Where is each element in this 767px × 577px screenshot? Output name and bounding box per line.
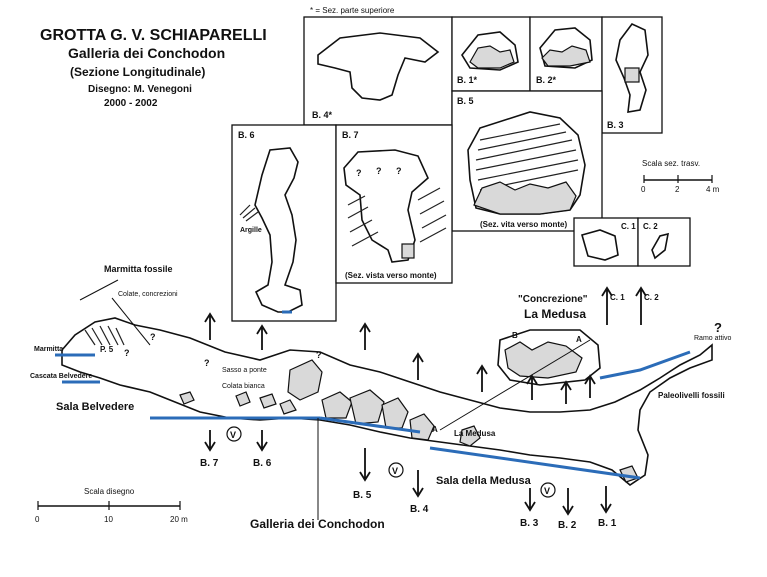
water-lines (55, 350, 691, 480)
v-marker-3 (540, 482, 556, 498)
b6-shape (254, 147, 303, 313)
v-marker-1 (226, 426, 242, 442)
label-sasso: Sasso a ponte (222, 367, 267, 374)
label-q4: ? (124, 348, 130, 358)
years: 2000 - 2002 (104, 98, 158, 109)
b7-hatching (347, 187, 447, 247)
longitudinal-section (55, 279, 713, 520)
b3-label: B. 3 (607, 120, 624, 130)
note-top: * = Sez. parte superiore (310, 6, 395, 15)
label-marmitta-fossile: Marmitta fossile (104, 264, 173, 274)
scale-disegno: Scala disegno 0 10 20 m (35, 487, 188, 524)
label-sala-medusa: Sala della Medusa (436, 475, 532, 487)
colate-pointer (111, 297, 151, 346)
marker-b1: B. 1 (598, 518, 617, 529)
b3-rock (624, 67, 640, 83)
v-marker-2 (388, 462, 404, 478)
medusa-rocks (504, 341, 583, 379)
v-marker-2-text: V (392, 466, 398, 476)
b4-label: B. 4* (312, 110, 333, 120)
label-colate: Colate, concrezioni (118, 291, 178, 298)
section-markers: B. 7 B. 6 B. 5 B. 4 B. 3 B. 2 B. 1 V V V (200, 426, 617, 531)
medusa-sightline (439, 339, 591, 431)
label-q3: ? (316, 350, 322, 360)
b7-q1: ? (356, 168, 362, 178)
marmitta-pointer (79, 279, 119, 301)
marker-b6: B. 6 (253, 458, 272, 469)
b6-clay (239, 204, 259, 222)
label-galleria: Galleria dei Conchodon (250, 517, 385, 531)
v-marker-1-text: V (230, 430, 236, 440)
b5-rocks (473, 181, 577, 215)
concrezione-b: B (512, 331, 518, 340)
scale-trasv-tick-0: 0 (641, 185, 646, 194)
marker-b2: B. 2 (558, 520, 577, 531)
b4-shape (317, 32, 440, 101)
scale-disegno-tick-1: 10 (104, 515, 113, 524)
label-la-medusa-small: La Medusa (454, 429, 496, 438)
subtitle: Galleria dei Conchodon (68, 45, 225, 61)
label-paleolivelli: Paleolivelli fossili (658, 391, 725, 400)
header: GROTTA G. V. SCHIAPARELLI Galleria dei C… (40, 27, 267, 109)
concrezione-c1: C. 1 (610, 293, 625, 302)
marker-b3: B. 3 (520, 518, 539, 529)
cross-sections: B. 4* B. 1* B. 2* B. 3 B. 5 (Sez. vita v… (231, 16, 691, 322)
c2-label: C. 2 (643, 222, 658, 231)
scale-trasv: Scala sez. trasv. 0 2 4 m (641, 159, 720, 194)
title: GROTTA G. V. SCHIAPARELLI (40, 27, 267, 44)
concrezione-a: A (576, 335, 582, 344)
concrezione-name: La Medusa (524, 307, 586, 321)
label-big-q: ? (714, 320, 722, 335)
scale-disegno-title: Scala disegno (84, 487, 135, 496)
scale-disegno-tick-2: 20 m (170, 515, 188, 524)
c1-label: C. 1 (621, 222, 636, 231)
b7-q3: ? (396, 166, 402, 176)
b1-label: B. 1* (457, 75, 478, 85)
b6-label: B. 6 (238, 130, 255, 140)
drawing-credit: Disegno: M. Venegoni (88, 84, 192, 95)
section-arrows (204, 286, 647, 516)
section-type: (Sezione Longitudinale) (70, 65, 205, 79)
b6-clay-label: Argille (240, 227, 262, 234)
c2-shape (651, 232, 670, 260)
marker-b5: B. 5 (353, 490, 372, 501)
scale-disegno-tick-0: 0 (35, 515, 40, 524)
b1-rocks (469, 45, 515, 69)
section-labels: Marmitta fossile Colate, concrezioni Mar… (30, 264, 731, 531)
scale-trasv-tick-2: 4 m (706, 185, 720, 194)
label-q2: ? (204, 358, 210, 368)
label-a-small: A (432, 425, 438, 434)
b7-rock (401, 243, 415, 259)
colate-hatching (84, 325, 125, 346)
label-q1: ? (150, 332, 156, 342)
scale-trasv-tick-1: 2 (675, 185, 680, 194)
b5-caption: (Sez. vita verso monte) (480, 220, 567, 229)
b7-label: B. 7 (342, 130, 359, 140)
b5-label: B. 5 (457, 96, 474, 106)
b7-q2: ? (376, 166, 382, 176)
concrezione-quoted: "Concrezione" (518, 294, 588, 305)
frame-c2 (637, 217, 691, 267)
c1-shape (581, 229, 619, 261)
marker-b4: B. 4 (410, 504, 429, 515)
b7-caption: (Sez. vista verso monte) (345, 271, 437, 280)
cave-outline (61, 317, 713, 486)
label-ramo-attivo: Ramo attivo (694, 335, 731, 342)
label-colata-bianca: Colata bianca (222, 383, 265, 390)
concrezione-c2: C. 2 (644, 293, 659, 302)
label-cascata: Cascata Belvedere (30, 373, 92, 380)
label-marmitta: Marmitta (34, 346, 63, 353)
b2-label: B. 2* (536, 75, 557, 85)
label-sala-belvedere: Sala Belvedere (56, 401, 134, 413)
label-p5: P. 5 (100, 345, 114, 354)
floor-rubble (179, 359, 639, 483)
scale-trasv-title: Scala sez. trasv. (642, 159, 700, 168)
b2-rocks (541, 45, 591, 67)
v-marker-3-text: V (544, 486, 550, 496)
marker-b7: B. 7 (200, 458, 219, 469)
